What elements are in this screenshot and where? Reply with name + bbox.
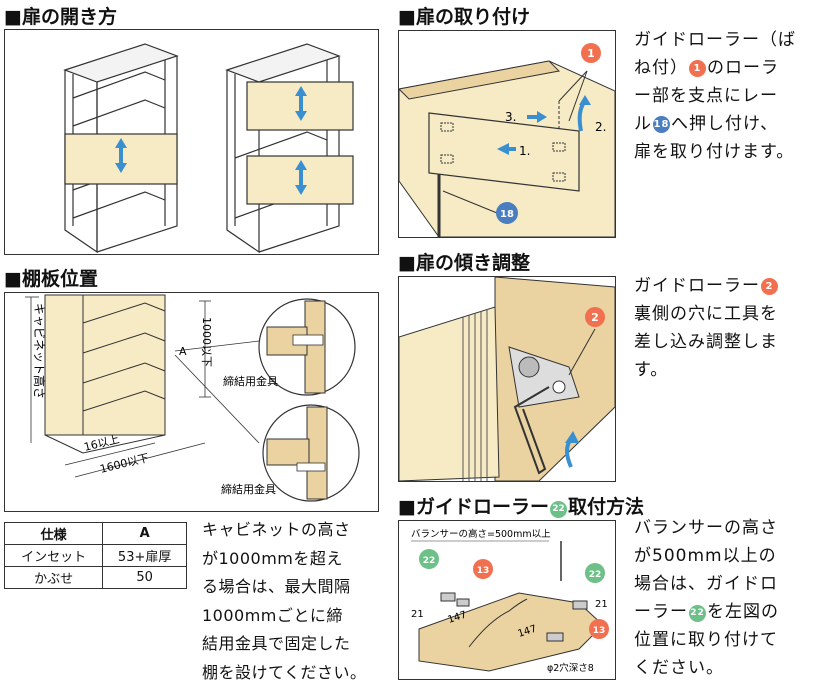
dim-16-label: 16以上 <box>83 433 121 454</box>
dim-21-right: 21 <box>595 599 608 610</box>
roller-method-line: 場合は、ガイドロ <box>634 570 814 598</box>
cabinet-right <box>227 44 339 252</box>
door-tilt-line: 差し込み調整しま <box>634 328 814 356</box>
roller-method-line: が500mm以上の <box>634 542 814 570</box>
badge-1-text: 1 <box>587 47 595 60</box>
roller-icon <box>441 593 455 601</box>
table-row: インセット 53+扉厚 <box>5 545 187 567</box>
fitting-label-upper: 締結用金具 <box>223 374 278 388</box>
spec-row-name: かぶせ <box>5 567 103 589</box>
point-a-label: A <box>179 345 187 358</box>
door-mount-title: ■扉の取り付け <box>398 2 530 29</box>
text-fragment: を左図の <box>707 602 779 622</box>
door-mount-panel: 1. 3. 2. 1 18 <box>398 30 616 238</box>
door-tilt-illustration: 2 <box>399 277 615 481</box>
text-fragment: ル <box>634 114 652 134</box>
roller-method-illustration: バランサーの高さ=500mm以上 147 147 21 21 φ2穴深さ8 22… <box>399 521 615 679</box>
roller-method-line: バランサーの高さ <box>634 514 814 542</box>
badge-22-text: 22 <box>423 556 436 566</box>
cabinet-note-line: が1000mmを超え <box>202 545 382 574</box>
roller-icon <box>547 633 563 641</box>
fitting-icon <box>297 463 325 471</box>
badge-13-text: 13 <box>593 626 606 636</box>
step1-label: 1. <box>519 144 530 158</box>
fitting-icon <box>293 335 323 345</box>
dim-21-left: 21 <box>411 609 424 620</box>
roller-method-panel: バランサーの高さ=500mm以上 147 147 21 21 φ2穴深さ8 22… <box>398 520 616 680</box>
badge-13-text: 13 <box>477 566 490 576</box>
roller-method-line: ください。 <box>634 654 814 682</box>
badge-22-text: 22 <box>589 570 602 580</box>
door-tilt-panel: 2 <box>398 276 616 482</box>
badge-22-inline: 22 <box>689 605 706 622</box>
hole-label: φ2穴深さ8 <box>547 662 594 674</box>
badge-18-text: 18 <box>500 209 514 220</box>
cabinet-note-line: 棚を設けてください。 <box>202 659 382 687</box>
text-fragment: へ押し付け、 <box>671 114 778 134</box>
roller-method-line: 位置に取り付けて <box>634 626 814 654</box>
spec-header-a: A <box>103 523 187 545</box>
step2-label: 2. <box>595 120 606 134</box>
door-mount-line: ガイドローラー（ば <box>634 26 814 54</box>
cabinet-note-line: キャビネットの高さ <box>202 516 382 545</box>
spec-table: 仕様 A インセット 53+扉厚 かぶせ 50 <box>4 522 187 589</box>
badge-18-inline: 18 <box>653 116 670 133</box>
title-fragment: ■ガイドローラー <box>398 496 549 518</box>
shelf-position-title: ■棚板位置 <box>4 264 98 291</box>
door-open-panel <box>4 29 379 255</box>
badge-1-inline: 1 <box>689 60 706 77</box>
fitting-label-lower: 締結用金具 <box>221 482 276 496</box>
text-fragment: のローラ <box>707 58 779 78</box>
title-fragment: 取付方法 <box>568 496 644 518</box>
door-open-title: ■扉の開き方 <box>4 2 117 29</box>
cabinet-height-label: キャビネット高さ <box>32 303 47 399</box>
spec-row-value: 53+扉厚 <box>103 545 187 567</box>
text-fragment: ね付） <box>634 58 688 78</box>
door-tilt-title: ■扉の傾き調整 <box>398 248 530 275</box>
dim-1000-label: 1000以下 <box>200 317 213 367</box>
text-fragment: ガイドローラー <box>634 276 760 296</box>
roller-icon <box>573 601 587 609</box>
door-mount-illustration: 1. 3. 2. 1 18 <box>399 31 615 237</box>
door-mount-line: 扉を取り付けます。 <box>634 138 814 166</box>
badge-22-title: 22 <box>550 501 567 518</box>
cabinet-note-line: る場合は、最大間隔 <box>202 573 382 602</box>
badge-2-text: 2 <box>591 311 599 324</box>
door-tilt-line: 裏側の穴に工具を <box>634 300 814 328</box>
valancer-height-label: バランサーの高さ=500mm以上 <box>411 528 551 540</box>
shelf-position-panel: キャビネット高さ 1000以下 A 16以上 1600以下 締結用金具 締結用金… <box>4 292 379 512</box>
door-mount-line: ー部を支点にレー <box>634 82 814 110</box>
cabinet-note: キャビネットの高さ が1000mmを超え る場合は、最大間隔 1000mmごとに… <box>202 516 382 687</box>
shelf-position-illustration: キャビネット高さ 1000以下 A 16以上 1600以下 締結用金具 締結用金… <box>5 293 378 511</box>
cabinet-note-line: 結用金具で固定した <box>202 630 382 659</box>
spec-row-name: インセット <box>5 545 103 567</box>
door-open-illustration <box>5 30 378 254</box>
spec-row-value: 50 <box>103 567 187 589</box>
arrow-up-icon <box>567 439 571 467</box>
step3-label: 3. <box>505 110 516 124</box>
text-fragment: ーラー <box>634 602 688 622</box>
door-tilt-line: す。 <box>634 356 814 384</box>
cabinet-note-line: 1000mmごとに締 <box>202 602 382 631</box>
spec-header-name: 仕様 <box>5 523 103 545</box>
table-row: かぶせ 50 <box>5 567 187 589</box>
badge-2-inline: 2 <box>761 278 778 295</box>
roller-icon <box>457 599 469 606</box>
